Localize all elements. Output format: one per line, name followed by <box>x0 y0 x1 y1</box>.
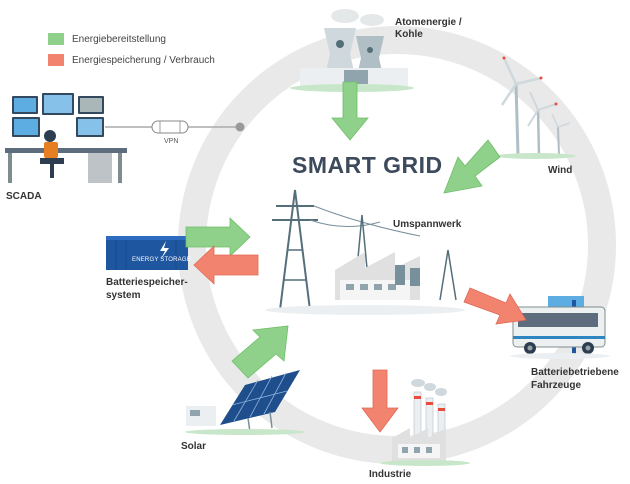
legend-item-storage: Energiespeicherung / Verbrauch <box>48 53 215 67</box>
arrow-solar-to-grid <box>231 325 289 379</box>
label-wind: Wind <box>548 165 573 176</box>
vpn-label: VPN <box>164 138 179 145</box>
label-substation: Umspannwerk <box>393 219 462 230</box>
power-plant-icon <box>290 9 414 92</box>
arrow-wind-to-grid <box>443 139 501 194</box>
factory-icon <box>380 379 470 466</box>
battery-storage-icon <box>106 236 188 270</box>
arrow-grid-to-industry <box>361 369 399 433</box>
battery-badge-text: ENERGY STORAGE <box>132 257 191 263</box>
label-battery-line1: Batteriespeicher- <box>106 277 188 288</box>
electric-bus-icon <box>510 296 610 359</box>
legend-swatch-storage <box>48 54 64 66</box>
diagram-title: SMART GRID <box>292 152 443 178</box>
label-battery-line2: system <box>106 290 141 301</box>
arrow-battery-to-grid <box>185 217 251 257</box>
arrow-grid-to-battery <box>193 245 259 285</box>
legend-label-storage: Energiespeicherung / Verbrauch <box>72 54 215 66</box>
scada-icon <box>5 93 127 183</box>
label-industry: Industrie <box>369 469 412 480</box>
solar-panels-icon <box>185 370 305 435</box>
legend-label-supply: Energiebereitstellung <box>72 33 166 45</box>
legend-swatch-supply <box>48 33 64 45</box>
wind-turbines-icon <box>496 56 576 159</box>
substation-icon <box>265 189 465 315</box>
label-ev-line1: Batteriebetriebene <box>531 367 619 378</box>
vpn-link <box>105 120 245 134</box>
legend-item-supply: Energiebereitstellung <box>48 32 166 46</box>
arrow-nuclear-to-grid <box>331 81 369 141</box>
label-nuclear-line1: Atomenergie / Kohle <box>395 17 475 41</box>
label-ev-line2: Fahrzeuge <box>531 380 582 391</box>
label-nuclear: Atomenergie / Kohle <box>395 17 462 40</box>
label-scada: SCADA <box>6 191 42 202</box>
label-solar: Solar <box>181 441 207 452</box>
arrow-grid-to-ev <box>463 287 527 325</box>
